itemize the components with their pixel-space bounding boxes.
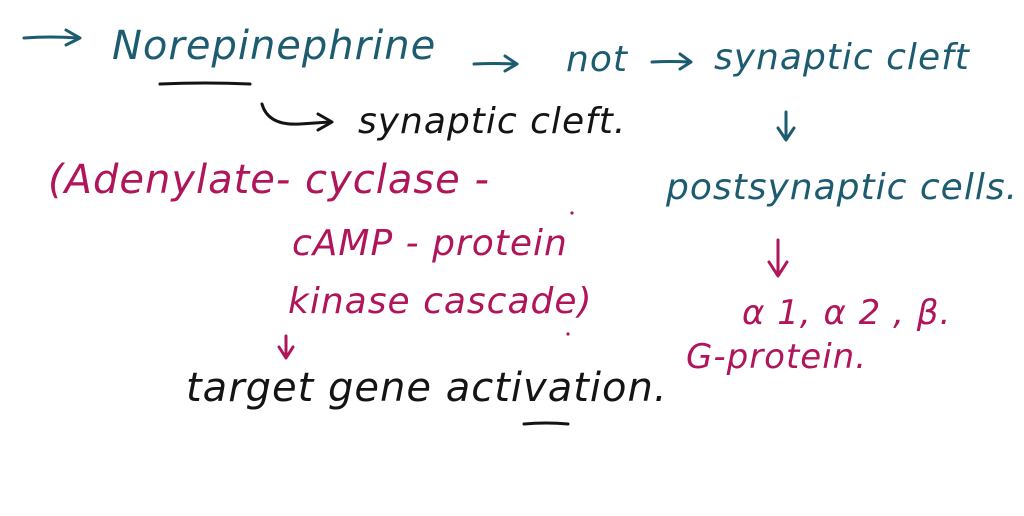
receptor-types-label: α 1, α 2 , β.	[742, 293, 952, 333]
ink-dot	[566, 332, 570, 336]
arrow-right-icon	[650, 52, 693, 71]
arrow-down-icon	[776, 110, 796, 142]
norepinephrine-label: Norepinephrine	[112, 23, 437, 69]
kinase-cascade-label: kinase cascade)	[288, 281, 593, 322]
ink-dot	[570, 211, 574, 215]
activation-underline	[522, 421, 570, 426]
arrow-right-icon	[22, 28, 82, 47]
postsynaptic-cells-label: postsynaptic cells.	[666, 167, 1019, 208]
not-label: not	[566, 39, 628, 80]
arrow-down-icon	[767, 238, 789, 278]
arrow-down-icon	[277, 334, 295, 360]
synaptic-cleft-middle-label: synaptic cleft.	[358, 101, 627, 142]
arrow-curved-icon	[260, 102, 334, 132]
arrow-right-icon	[472, 54, 519, 73]
g-protein-label: G-protein.	[686, 337, 868, 377]
adenylate-cyclase-label: (Adenylate- cyclase -	[48, 157, 490, 203]
norepinephrine-underline	[158, 81, 252, 86]
camp-protein-label: cAMP - protein	[292, 223, 568, 264]
target-gene-activation-label: target gene activation.	[186, 365, 668, 411]
synaptic-cleft-right-label: synaptic cleft	[714, 37, 970, 78]
